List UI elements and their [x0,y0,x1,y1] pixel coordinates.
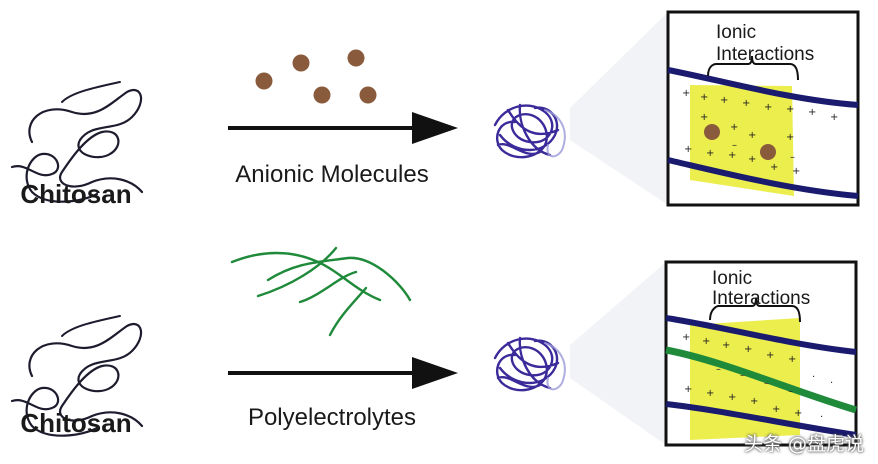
anionic-molecule-dot [347,49,365,67]
svg-text:+: + [742,98,750,109]
anionic-molecule-dot [313,86,331,104]
anionic-molecule-dot [255,72,273,90]
svg-text:+: + [766,350,774,361]
svg-text:+: + [786,104,794,115]
row-polyelectrolytes: Chitosan Polyelectrolytes + + + [10,246,858,447]
anionic-molecules-label: Anionic Molecules [235,161,428,188]
svg-text:·: · [830,378,833,389]
svg-text:+: + [808,107,816,118]
svg-text:+: + [830,112,838,123]
ionic-label: Ionic [712,268,752,289]
zoom-wedge [570,262,666,445]
svg-text:+: + [770,162,778,173]
svg-text:+: + [728,150,736,161]
anionic-molecules-icon [255,49,377,104]
interactions-label: Interactions [712,288,810,309]
polyelectrolytes-label: Polyelectrolytes [248,404,416,431]
svg-text:+: + [794,408,802,419]
zoom-wedge [570,12,668,205]
svg-text:·: · [812,372,815,383]
chitosan-complex-icon [493,336,567,392]
svg-text:+: + [730,122,738,133]
svg-text:+: + [748,154,756,165]
chitosan-label: Chitosan [20,179,131,209]
svg-text:+: + [728,392,736,403]
svg-text:+: + [684,384,692,395]
svg-text:+: + [788,354,796,365]
svg-text:+: + [764,102,772,113]
svg-text:+: + [682,332,690,343]
svg-text:–: – [790,152,795,163]
svg-text:–: – [764,378,769,389]
reaction-arrow-icon [228,357,458,389]
svg-text:+: + [702,336,710,347]
anionic-molecule-dot [292,54,310,72]
reaction-arrow-icon [228,112,458,144]
anionic-molecule-dot [359,86,377,104]
svg-text:+: + [700,112,708,123]
svg-text:+: + [792,166,800,177]
svg-text:+: + [706,148,714,159]
svg-text:–: – [740,370,745,381]
svg-text:+: + [722,340,730,351]
svg-text:+: + [720,95,728,106]
svg-text:+: + [786,132,794,143]
svg-text:·: · [820,412,823,423]
svg-text:–: – [716,364,721,375]
svg-text:+: + [706,388,714,399]
chitosan-label: Chitosan [20,408,131,438]
interactions-label: Interactions [716,44,814,65]
row-anionic-molecules: Chitosan Anionic Molecules [10,10,860,209]
ionic-interaction-box: +++ +++ ++ +++ +++ +++ +–– Ionic Interac… [666,10,860,207]
svg-text:+: + [744,344,752,355]
polyelectrolyte-strands-icon [230,246,412,337]
svg-text:–: – [788,386,793,397]
svg-text:–: – [732,140,737,151]
svg-text:+: + [750,396,758,407]
ionic-interaction-box: + + + + + + + + + + + + – – – – · · · Ionic Interact… [664,260,858,447]
svg-text:+: + [748,130,756,141]
svg-text:+: + [772,404,780,415]
chitosan-complex-icon [493,103,567,159]
svg-text:+: + [682,88,690,99]
watermark-text: 头条 @盘虎说 [743,433,864,455]
svg-text:+: + [700,92,708,103]
ionic-label: Ionic [716,22,756,43]
svg-text:+: + [684,144,692,155]
